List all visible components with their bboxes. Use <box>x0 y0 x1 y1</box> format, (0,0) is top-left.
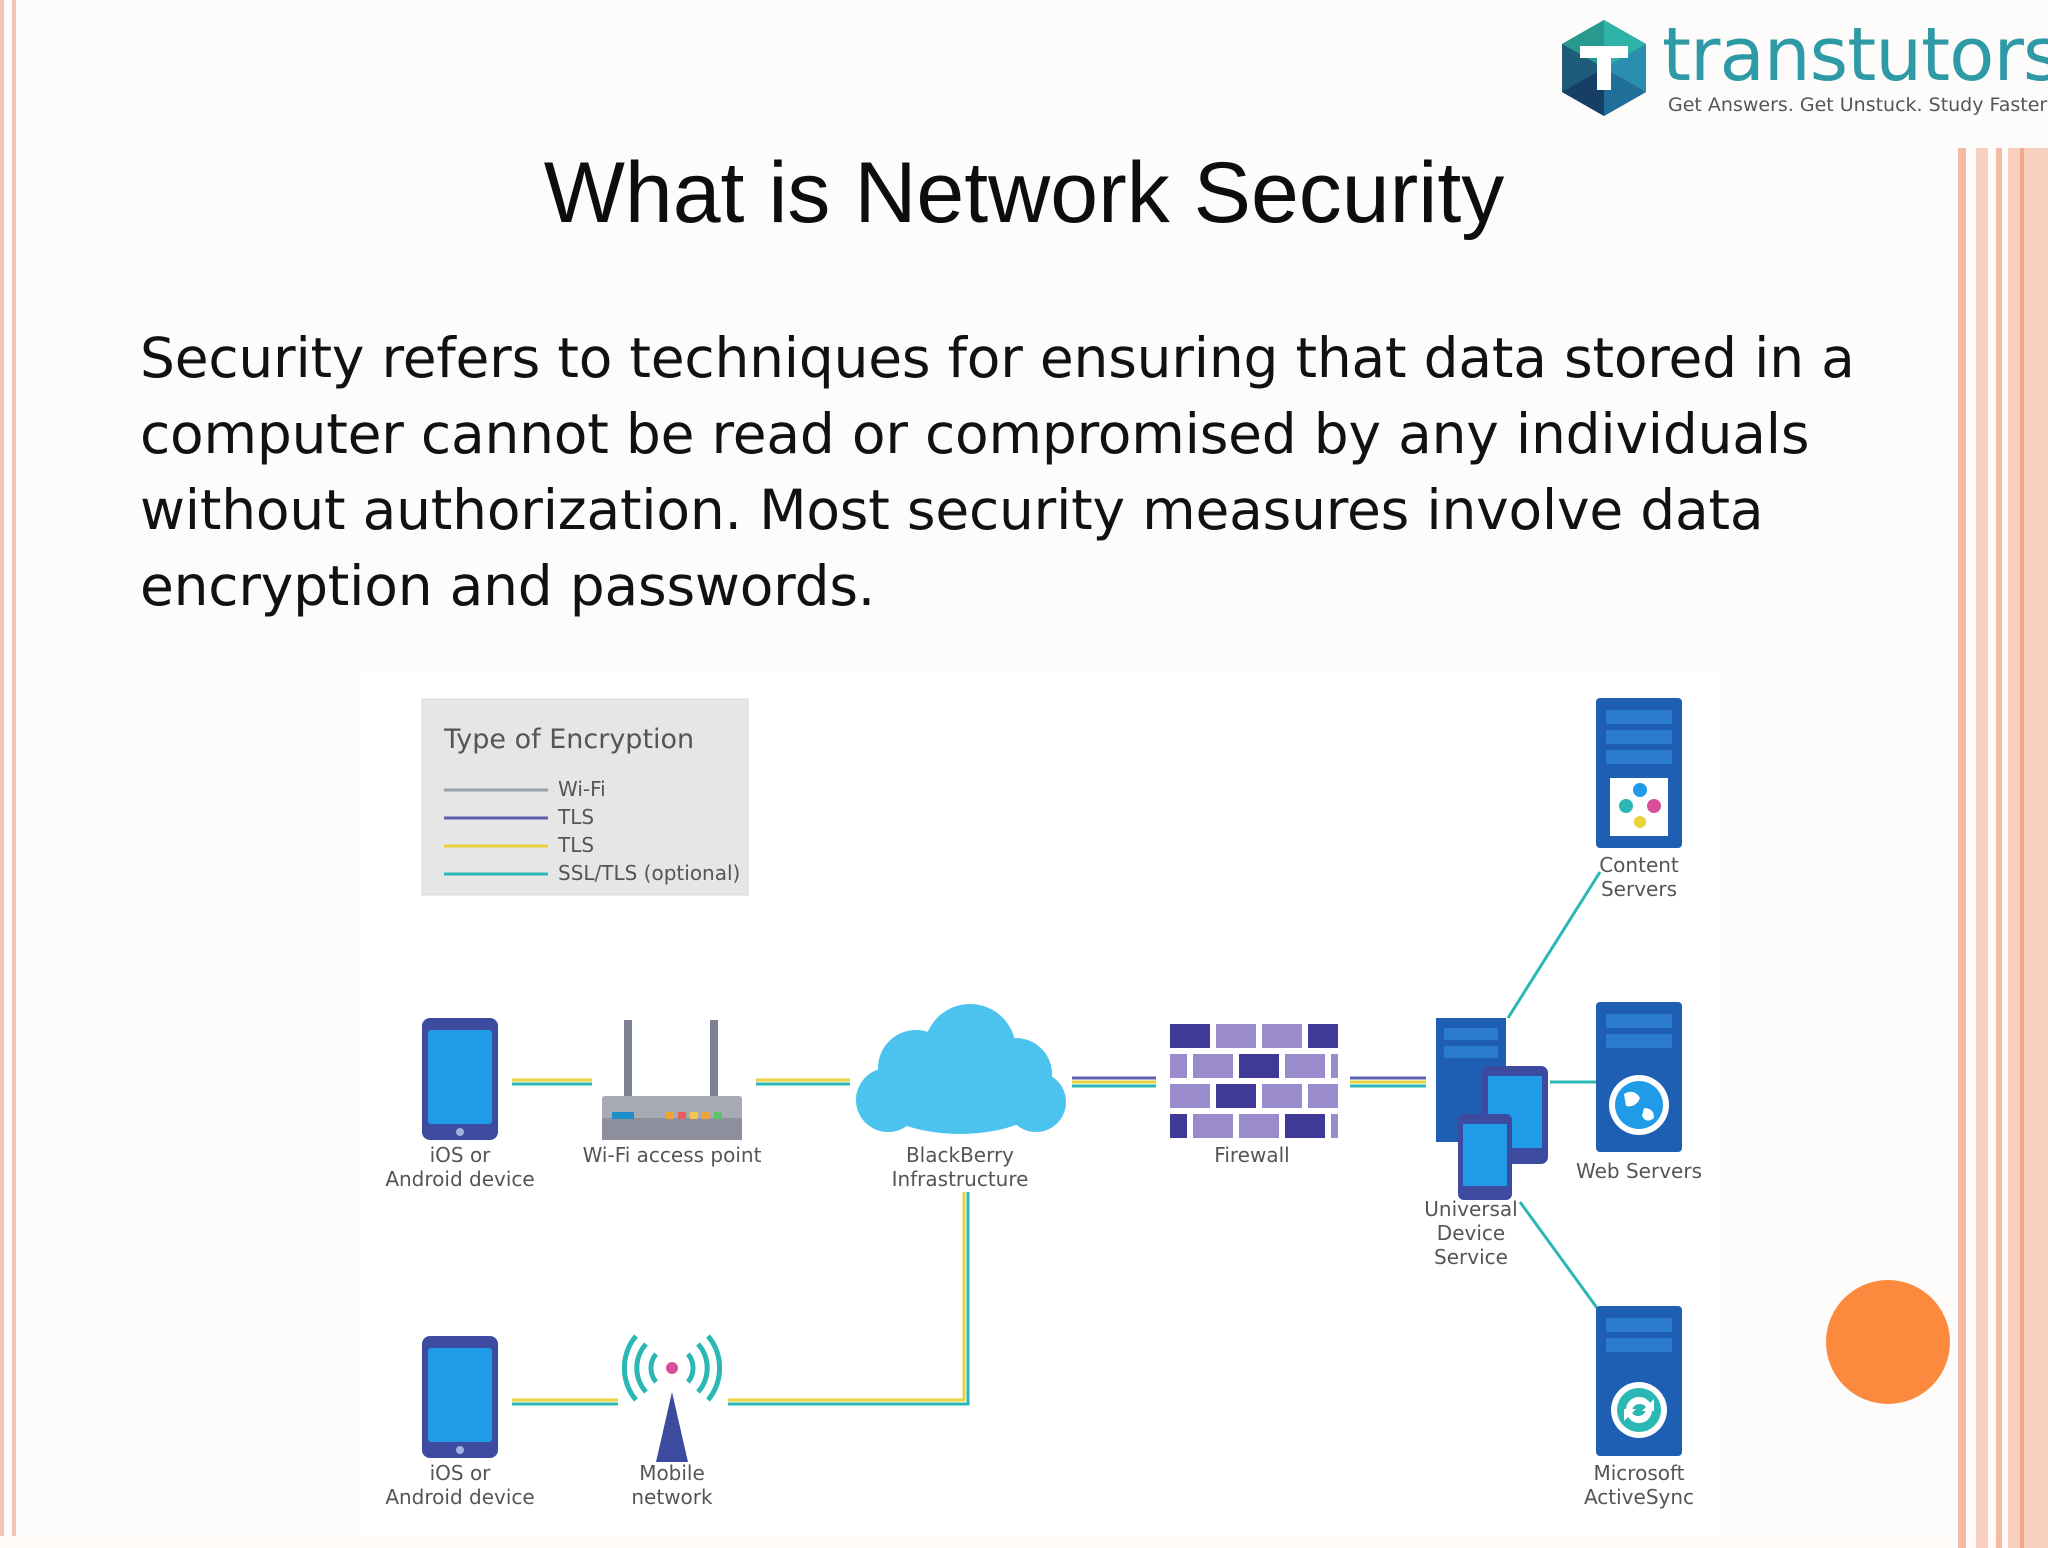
firewall-brick <box>1331 1114 1338 1138</box>
link-uds-server-0 <box>1506 871 1602 1019</box>
left-stripe-inner <box>12 0 16 1536</box>
legend-label-3: SSL/TLS (optional) <box>558 861 740 885</box>
legend-title: Type of Encryption <box>443 724 694 755</box>
firewall-brick <box>1170 1024 1210 1048</box>
firewall-brick <box>1193 1054 1233 1078</box>
right-stripe-3 <box>1996 148 2002 1548</box>
content-server-icon <box>1596 698 1682 848</box>
orange-circle-decoration <box>1826 1280 1950 1404</box>
firewall-brick <box>1262 1084 1302 1108</box>
slide-title: What is Network Security <box>543 145 1505 241</box>
link-mobile-cloud-strand-0 <box>728 1192 966 1402</box>
web-server-icon <box>1596 1002 1682 1152</box>
firewall-brick <box>1308 1084 1338 1108</box>
right-stripe-1 <box>1958 148 1966 1548</box>
label-wifi-access-point: Wi-Fi access point <box>583 1143 762 1167</box>
legend-label-2: TLS <box>557 833 594 857</box>
firewall-brick <box>1285 1114 1325 1138</box>
label-web-servers: Web Servers <box>1576 1159 1702 1183</box>
connection-lines <box>512 871 1602 1406</box>
legend-label-0: Wi-Fi <box>558 777 606 801</box>
mobile-network-tower-icon <box>621 1334 723 1462</box>
slide-body-text: Security refers to techniques for ensuri… <box>140 326 1855 618</box>
right-stripe-5 <box>2020 148 2024 1548</box>
firewall-brick <box>1239 1114 1279 1138</box>
activesync-server-icon <box>1596 1306 1682 1456</box>
firewall-brick <box>1216 1024 1256 1048</box>
phone-top-icon <box>422 1018 498 1140</box>
logo-tagline: Get Answers. Get Unstuck. Study Faster <box>1668 94 2048 116</box>
logo-hexagon-icon <box>1562 20 1646 116</box>
right-stripe-2 <box>1976 148 1988 1548</box>
phone-bottom-icon <box>422 1336 498 1458</box>
firewall-brick <box>1216 1084 1256 1108</box>
firewall-brick <box>1170 1084 1210 1108</box>
logo-wordmark: transtutors <box>1662 12 2048 98</box>
firewall-brick <box>1331 1054 1338 1078</box>
firewall-brick <box>1285 1054 1325 1078</box>
firewall-brick <box>1170 1054 1187 1078</box>
firewall-brick <box>1262 1024 1302 1048</box>
right-stripe-4 <box>2008 148 2048 1548</box>
transtutors-logo[interactable]: transtutors Get Answers. Get Unstuck. St… <box>1556 14 2048 124</box>
link-uds-server-2 <box>1518 1201 1602 1313</box>
firewall-brick <box>1239 1054 1279 1078</box>
blackberry-cloud-icon <box>856 1004 1066 1134</box>
legend-label-1: TLS <box>557 805 594 829</box>
firewall-brick <box>1170 1114 1187 1138</box>
label-firewall: Firewall <box>1214 1143 1289 1167</box>
firewall-brick <box>1193 1114 1233 1138</box>
wifi-router-icon <box>602 1020 742 1140</box>
universal-device-service-icon <box>1436 1018 1548 1200</box>
link-mobile-cloud-strand-1 <box>728 1192 970 1406</box>
left-stripe-outer <box>0 0 4 1536</box>
firewall-icon <box>1166 1018 1342 1140</box>
firewall-brick <box>1308 1024 1338 1048</box>
